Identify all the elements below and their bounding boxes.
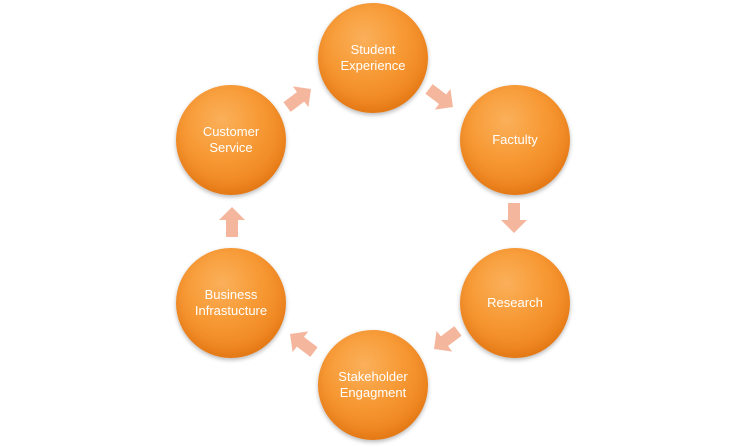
node-business-infrastructure: Business Infrastucture [176, 248, 286, 358]
node-label: Business Infrastucture [194, 287, 268, 318]
arrow-stakeholder-to-business [290, 331, 318, 357]
node-research: Research [460, 248, 570, 358]
node-label: Stakeholder Engagment [338, 369, 408, 400]
arrow-customer-to-student [283, 86, 311, 112]
node-label: Factulty [492, 132, 538, 147]
node-label: Student Experience [340, 42, 406, 73]
arrow-student-to-faculty [425, 84, 453, 110]
node-stakeholder-engagement: Stakeholder Engagment [318, 330, 428, 440]
arrow-faculty-to-research [501, 203, 527, 233]
node-customer-service: Customer Service [176, 85, 286, 195]
node-student-experience: Student Experience [318, 3, 428, 113]
node-faculty: Factulty [460, 85, 570, 195]
node-label: Customer Service [202, 124, 260, 155]
arrow-business-to-customer [219, 207, 245, 237]
node-label: Research [487, 295, 543, 310]
arrow-research-to-stakeholder [434, 326, 462, 352]
